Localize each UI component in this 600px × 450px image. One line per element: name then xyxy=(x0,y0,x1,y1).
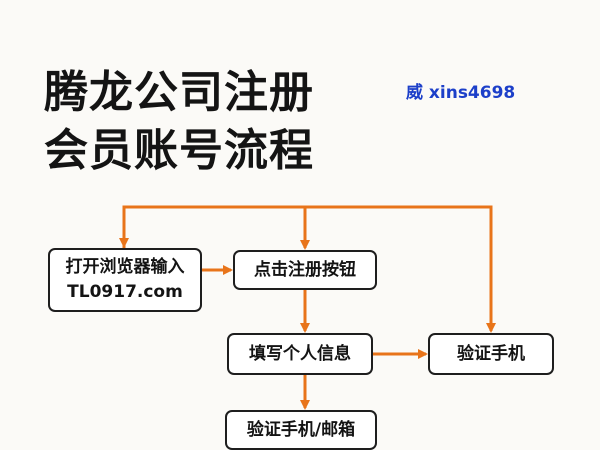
step-open-browser: 打开浏览器输入 TL0917.com xyxy=(48,248,202,312)
page-title-line-2: 会员账号流程 xyxy=(44,125,314,176)
step-verify-phone-email: 验证手机/邮箱 xyxy=(225,410,377,450)
step-click-register: 点击注册按钮 xyxy=(233,250,377,290)
step-fill-info: 填写个人信息 xyxy=(227,333,373,375)
step-verify-phone-email-label: 验证手机/邮箱 xyxy=(246,419,356,440)
step-open-browser-url: TL0917.com xyxy=(67,282,183,302)
step-fill-info-label: 填写个人信息 xyxy=(249,343,351,364)
contact-label: 威 xins4698 xyxy=(406,83,516,103)
step-verify-phone: 验证手机 xyxy=(428,333,554,375)
step-click-register-label: 点击注册按钮 xyxy=(254,259,356,280)
page-title-line-1: 腾龙公司注册 xyxy=(44,67,314,118)
step-open-browser-label: 打开浏览器输入 xyxy=(65,257,185,278)
step-verify-phone-label: 验证手机 xyxy=(457,343,525,364)
